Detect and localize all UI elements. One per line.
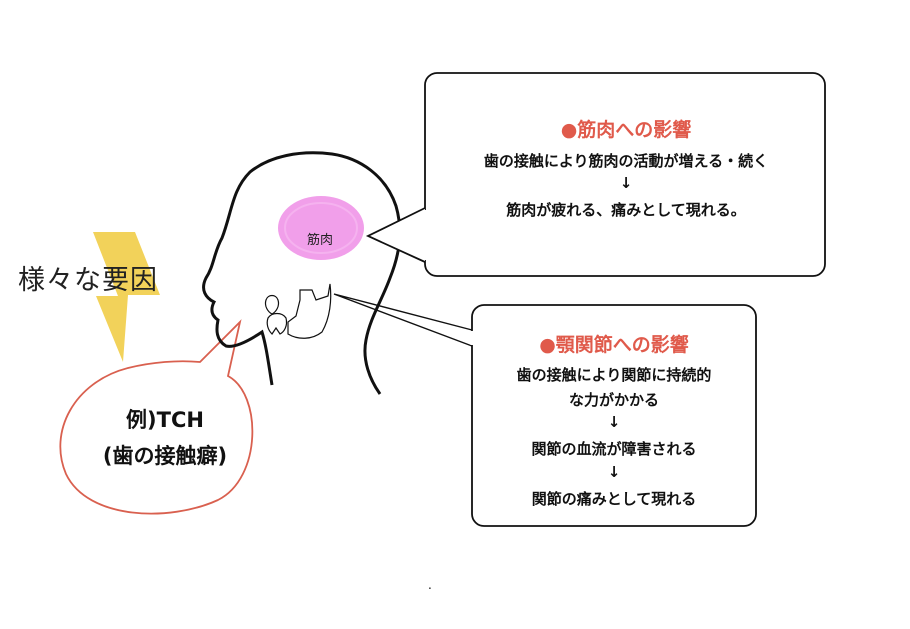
- lower-tooth-icon: [266, 312, 288, 335]
- muscle-callout-pointer: [365, 207, 426, 263]
- muscle-callout-arrow1: ↓: [619, 174, 633, 192]
- muscle-callout-line2: 筋肉が疲れる、痛みとして現れる。: [506, 201, 746, 219]
- joint-callout-title: ●顎関節への影響: [539, 334, 689, 356]
- muscle-callout-title: ●筋肉への影響: [560, 119, 692, 141]
- joint-callout-arrow2: ↓: [607, 463, 621, 481]
- footer-dot: .: [428, 578, 432, 592]
- joint-callout-arrow1: ↓: [607, 413, 621, 431]
- muscle-callout-line1: 歯の接触により筋肉の活動が増える・続く: [483, 152, 769, 170]
- factors-label: 様々な要因: [18, 265, 158, 296]
- tch-speech-bubble: [59, 319, 254, 515]
- lightning-bolt-icon: [93, 232, 160, 362]
- tch-bubble-line2: (歯の接触癖): [102, 444, 228, 468]
- joint-callout-box: [471, 304, 757, 527]
- muscle-callout-box: [424, 72, 826, 277]
- jaw-outline: [287, 283, 332, 339]
- joint-callout-line4: 関節の痛みとして現れる: [531, 490, 697, 508]
- muscle-label: 筋肉: [306, 233, 333, 248]
- muscle-area: [278, 196, 364, 260]
- joint-callout-line2: な力がかかる: [568, 391, 659, 409]
- muscle-area-texture: [284, 202, 358, 254]
- joint-callout-line3: 関節の血流が障害される: [531, 440, 697, 458]
- head-outline: [202, 151, 402, 395]
- upper-tooth-icon: [264, 294, 280, 315]
- joint-callout-pointer: [333, 293, 473, 347]
- joint-callout-line1: 歯の接触により関節に持続的: [516, 366, 712, 384]
- tch-bubble-line1: 例)TCH: [126, 408, 204, 432]
